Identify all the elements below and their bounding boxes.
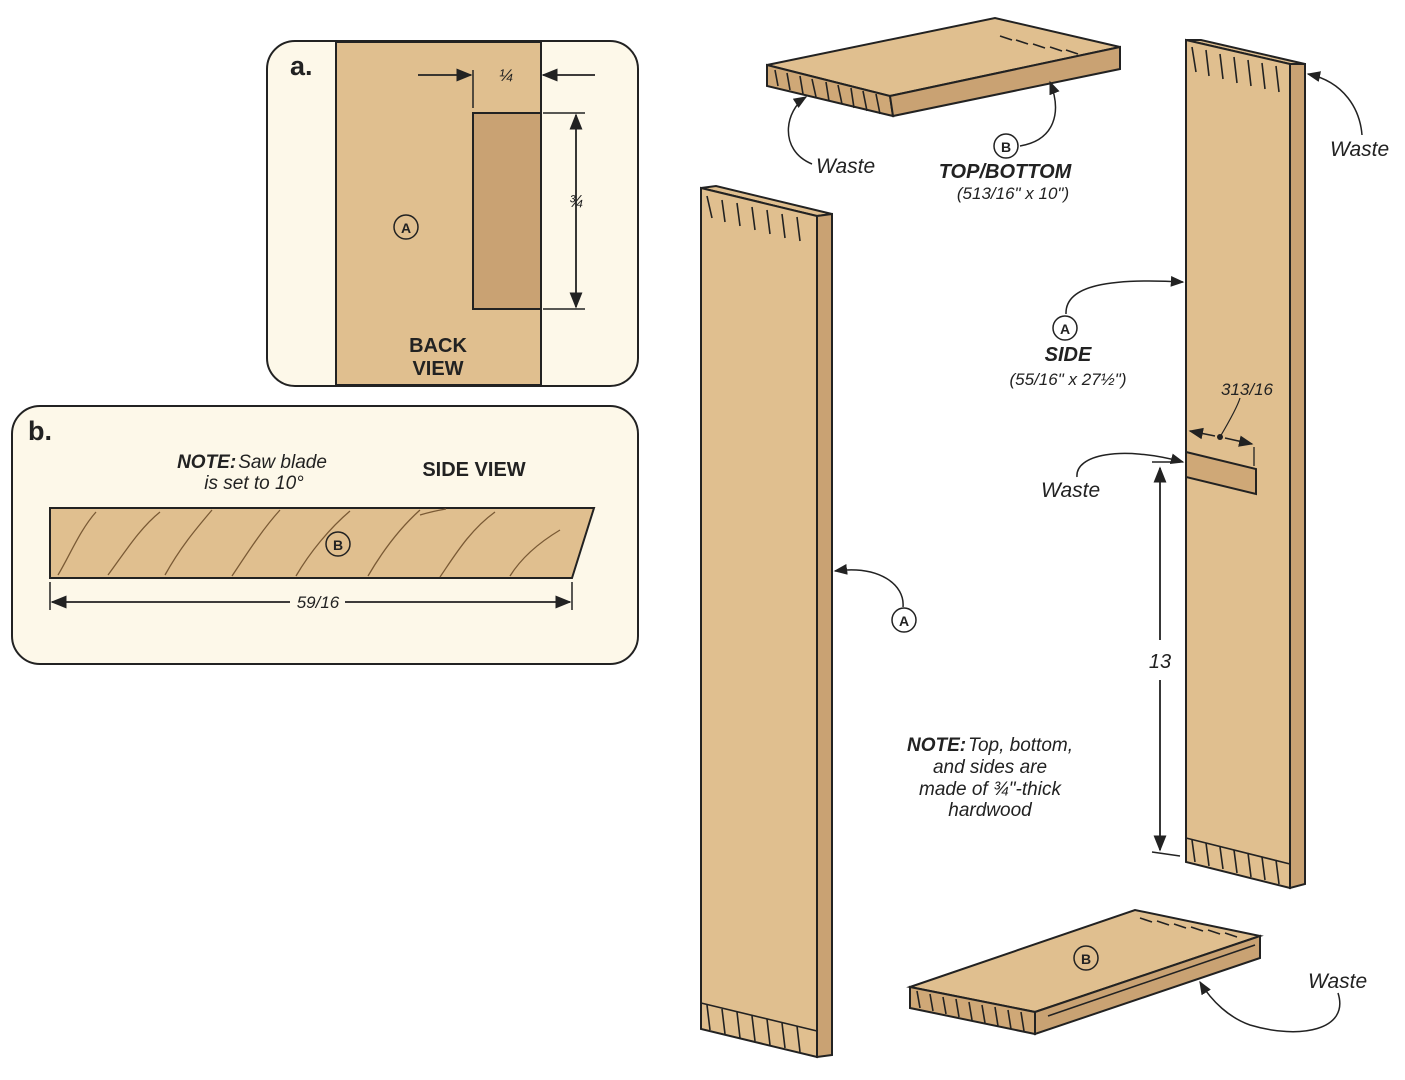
svg-text:NOTE:Top, bottom,: NOTE:Top, bottom, <box>907 735 1073 756</box>
dim-width-label: ¼ <box>499 66 513 85</box>
waste-label-notch: Waste <box>1041 479 1100 502</box>
saw-note-line2: is set to 10° <box>204 473 304 494</box>
dim-height-label: ¾ <box>569 192 583 211</box>
detail-b-letter: b. <box>28 416 52 446</box>
back-view-line2: VIEW <box>412 358 463 380</box>
saw-note: NOTE:Saw blade <box>177 452 327 473</box>
dim-notch-width-label: 313/16 <box>1221 380 1274 399</box>
part-label-right-side: A <box>1060 321 1070 337</box>
detail-b-side-view: b. NOTE:Saw blade is set to 10° SIDE VIE… <box>11 405 639 665</box>
svg-text:made of ¾"-thick: made of ¾"-thick <box>919 779 1062 800</box>
part-label-left-side: A <box>899 613 909 629</box>
top-bottom-size: (513/16" x 10") <box>957 184 1069 203</box>
detail-a-back-view: a. ¼ ¾ A BACK VIEW <box>266 40 639 387</box>
part-label-top: B <box>1001 139 1011 155</box>
left-side-board-a <box>700 184 833 1059</box>
part-label-bottom: B <box>1081 951 1091 967</box>
dim-length-label: 59/16 <box>297 593 340 612</box>
top-board-b <box>766 16 1121 118</box>
side-view-label: SIDE VIEW <box>422 459 525 481</box>
waste-notch <box>1185 450 1257 496</box>
bevel-board-b <box>49 507 596 579</box>
back-view-line1: BACK <box>409 335 467 357</box>
svg-text:hardwood: hardwood <box>948 800 1033 821</box>
right-side-board-a <box>1185 38 1306 890</box>
part-label-b-side: B <box>333 537 343 553</box>
dim-13-label: 13 <box>1149 651 1171 673</box>
waste-label-top-left: Waste <box>816 155 875 178</box>
rabbet-groove <box>472 112 542 310</box>
wood-grain <box>57 508 561 578</box>
side-name: SIDE <box>1045 344 1092 366</box>
waste-label-top-right: Waste <box>1330 138 1389 161</box>
svg-text:and sides are: and sides are <box>933 757 1047 778</box>
hardwood-note: NOTE:Top, bottom, and sides are made of … <box>907 735 1073 821</box>
part-label-a-back: A <box>401 220 411 236</box>
top-bottom-name: TOP/BOTTOM <box>939 161 1073 183</box>
bottom-board-b <box>906 908 1264 1036</box>
waste-label-bottom: Waste <box>1308 970 1367 993</box>
side-size: (55/16" x 27½") <box>1010 370 1127 389</box>
detail-a-letter: a. <box>290 51 313 81</box>
